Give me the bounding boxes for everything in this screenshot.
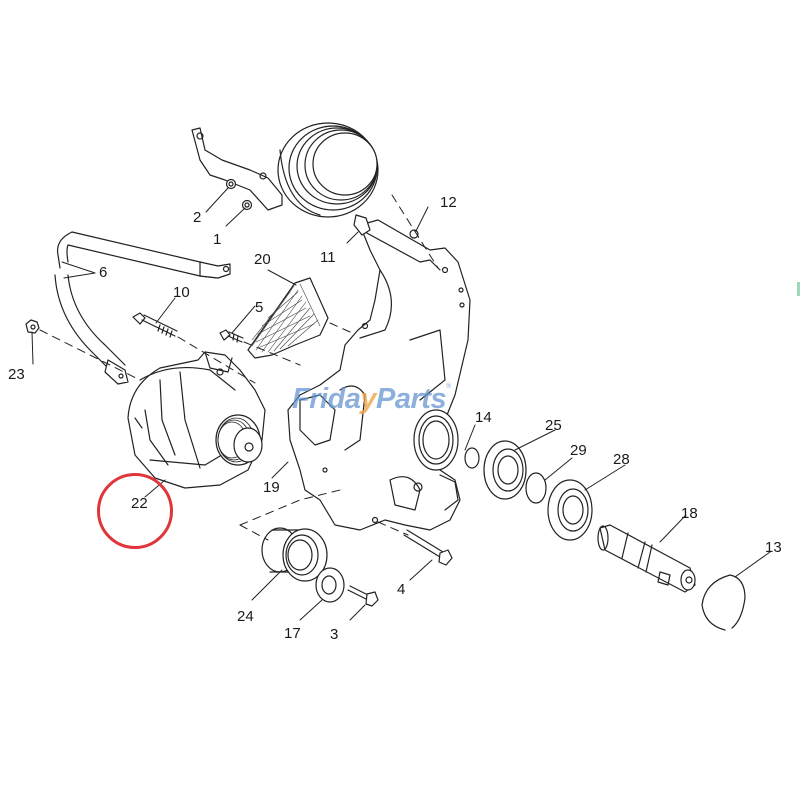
bearing-25: [483, 440, 527, 500]
heat-shield: [247, 277, 329, 359]
callout-13: 13: [765, 539, 782, 556]
callout-2: 2: [193, 209, 202, 226]
washer-17: [315, 567, 345, 603]
alternator: [127, 351, 266, 489]
nut-23: [25, 319, 40, 334]
highlight-ring-22: [97, 473, 173, 549]
shaft-18: [597, 524, 696, 593]
nut-2: [225, 178, 237, 190]
callout-28: 28: [613, 451, 630, 468]
callout-12: 12: [440, 194, 457, 211]
brand-watermark: FridayParts®: [292, 383, 451, 415]
bolt-3: [347, 585, 379, 607]
callout-14: 14: [475, 409, 492, 426]
callout-1: 1: [213, 231, 222, 248]
callout-23: 23: [8, 366, 25, 383]
callout-10: 10: [173, 284, 190, 301]
bolt-4: [403, 529, 453, 566]
top-bracket: [191, 127, 283, 211]
callout-19: 19: [263, 479, 280, 496]
nut-12: [409, 229, 419, 239]
idler-pulley: [261, 527, 328, 582]
cable-6: [54, 231, 231, 385]
snap-ring-13: [701, 574, 746, 631]
dowel-11: [353, 214, 371, 236]
callout-18: 18: [681, 505, 698, 522]
callout-6: 6: [99, 264, 108, 281]
retaining-ring-29: [525, 472, 547, 504]
front-cover-housing: [287, 219, 471, 531]
callout-17: 17: [284, 625, 301, 642]
bolt-10: [132, 312, 178, 338]
callout-25: 25: [545, 417, 562, 434]
callout-3: 3: [330, 626, 339, 643]
top-pulley: [277, 122, 379, 218]
edge-artifact: [797, 282, 800, 296]
plug-14: [464, 447, 480, 469]
callout-4: 4: [397, 581, 406, 598]
callout-24: 24: [237, 608, 254, 625]
callout-29: 29: [570, 442, 587, 459]
callout-20: 20: [254, 251, 271, 268]
bearing-28: [547, 479, 593, 541]
bolt-5: [219, 329, 244, 343]
callout-5: 5: [255, 299, 264, 316]
callout-11: 11: [320, 249, 336, 266]
nut-1: [241, 199, 253, 211]
